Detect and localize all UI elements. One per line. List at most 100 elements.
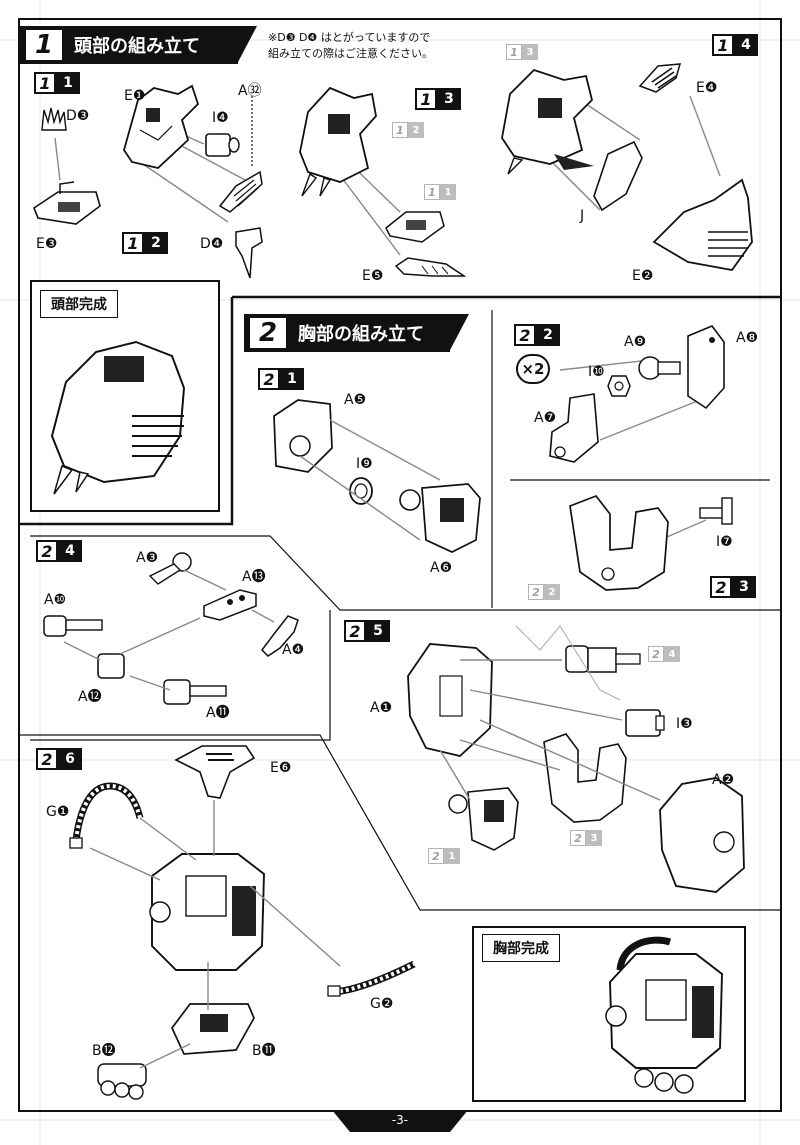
part-a6-body-step5-illustration xyxy=(448,787,519,851)
ref-step-2-3: 2 3 xyxy=(570,830,602,846)
label-a1: A❶ xyxy=(370,700,393,716)
ref-step-1-3: 1 3 xyxy=(506,44,538,60)
part-i3-block-illustration xyxy=(625,709,665,737)
step-minor: 1 xyxy=(280,368,304,390)
part-e4-vent-illustration xyxy=(638,63,682,93)
ref-minor: 3 xyxy=(522,44,538,60)
ref-step-2-4: 2 4 xyxy=(648,646,680,662)
part-a3-lever-illustration xyxy=(148,552,192,585)
part-a11-joint-illustration xyxy=(163,679,227,705)
label-e1: E❶ xyxy=(124,88,146,104)
label-e6: E❻ xyxy=(270,760,292,776)
ref-minor: 2 xyxy=(408,122,424,138)
step-major: 2 xyxy=(258,368,280,390)
step-major: 2 xyxy=(710,576,732,598)
label-a32: A㉜ xyxy=(238,83,262,99)
ref-step-2-1: 2 1 xyxy=(428,848,460,864)
part-chest-assembly-step6-illustration xyxy=(149,853,265,971)
step-1-1: 1 1 xyxy=(34,72,80,94)
ref-major: 1 xyxy=(392,122,408,138)
label-i10: I❿ xyxy=(588,364,605,380)
ref-major: 2 xyxy=(648,646,664,662)
step-major: 2 xyxy=(36,540,58,562)
step-1-4: 1 4 xyxy=(712,34,758,56)
part-a12-cylinder-illustration xyxy=(97,653,125,679)
label-g2: G❷ xyxy=(370,996,394,1012)
part-b11-plate-illustration xyxy=(171,1003,255,1055)
section-number: 2 xyxy=(250,318,286,348)
step-major: 1 xyxy=(712,34,734,56)
title-arrow-tip xyxy=(449,314,469,352)
label-a12: A⓬ xyxy=(78,689,102,705)
part-a1-frame-illustration xyxy=(407,643,493,757)
caution-note-line1: ※D❸ D❹ はとがっていますので xyxy=(268,31,431,44)
label-a8: A❽ xyxy=(736,330,759,346)
label-a13: A⓭ xyxy=(242,569,266,585)
ref-minor: 4 xyxy=(664,646,680,662)
ref-step-1-2: 1 2 xyxy=(392,122,424,138)
part-i4-cylinder-illustration xyxy=(205,133,240,157)
step-1-2: 1 2 xyxy=(122,232,168,254)
ref-minor: 3 xyxy=(586,830,602,846)
ref-major: 1 xyxy=(506,44,522,60)
step-2-2: 2 2 xyxy=(514,324,560,346)
step-major: 2 xyxy=(344,620,366,642)
step-2-1: 2 1 xyxy=(258,368,304,390)
part-a7a8-assembly-step5-illustration xyxy=(543,733,627,823)
chest-complete-title: 胸部完成 xyxy=(482,934,560,962)
label-b12: B⓬ xyxy=(92,1043,116,1059)
part-a10-joint-illustration xyxy=(43,615,103,637)
step-2-6: 2 6 xyxy=(36,748,82,770)
part-e3-base-step3-illustration xyxy=(385,211,445,243)
part-a8-bracket-illustration xyxy=(687,325,725,410)
step-minor: 5 xyxy=(366,620,390,642)
part-d4-fang-illustration xyxy=(235,227,263,279)
step-major: 1 xyxy=(415,88,437,110)
step-major: 1 xyxy=(34,72,56,94)
page-number-tab-shape xyxy=(332,1110,468,1132)
label-e2: E❷ xyxy=(632,268,654,284)
page-number-tab: -3- xyxy=(332,1110,468,1132)
ref-major: 2 xyxy=(428,848,444,864)
label-g1: G❶ xyxy=(46,804,70,820)
label-e3: E❸ xyxy=(36,236,58,252)
part-i10-nut-illustration xyxy=(607,375,631,397)
label-b11: B⓫ xyxy=(252,1043,276,1059)
part-head-frame-e1-illustration xyxy=(123,84,200,169)
step-major: 2 xyxy=(514,324,536,346)
part-head-assembly-step3-illustration xyxy=(299,86,377,197)
arrows-step-2-1 xyxy=(299,359,707,541)
part-a2-frame-illustration xyxy=(659,777,745,893)
section-title-text: 頭部の組み立て xyxy=(74,36,200,57)
step-major: 1 xyxy=(122,232,144,254)
arrows-step-2-5 xyxy=(439,625,661,801)
step-2-4: 2 4 xyxy=(36,540,82,562)
step-minor: 4 xyxy=(734,34,758,56)
step-minor: 2 xyxy=(144,232,168,254)
part-a6-body-illustration xyxy=(399,483,481,553)
step-minor: 2 xyxy=(536,324,560,346)
step-minor: 4 xyxy=(58,540,82,562)
page-number: -3- xyxy=(391,1113,409,1127)
label-i4: I❹ xyxy=(212,110,229,126)
label-a11: A⓫ xyxy=(206,705,230,721)
ref-step-1-1: 1 1 xyxy=(424,184,456,200)
ref-major: 1 xyxy=(424,184,440,200)
label-a6: A❻ xyxy=(430,560,453,576)
ref-major: 2 xyxy=(528,584,544,600)
part-e5-jaw-illustration xyxy=(394,257,467,277)
ref-minor: 2 xyxy=(544,584,560,600)
part-b12-thrusters-illustration xyxy=(97,1063,147,1100)
step-minor: 6 xyxy=(58,748,82,770)
section-number: 1 xyxy=(26,30,62,60)
label-i9: I❾ xyxy=(356,456,373,472)
label-j: J xyxy=(580,208,585,224)
label-a10: A❿ xyxy=(44,592,67,608)
label-a7: A❼ xyxy=(534,410,557,426)
arrows-step-2-4 xyxy=(63,569,275,691)
caution-note: ※D❸ D❹ はとがっていますので 組み立ての際はご注意ください。 xyxy=(268,30,433,62)
part-a32-grille-illustration xyxy=(218,170,263,213)
part-a7a8-assembly-illustration xyxy=(569,494,669,591)
label-a2: A❷ xyxy=(712,772,735,788)
